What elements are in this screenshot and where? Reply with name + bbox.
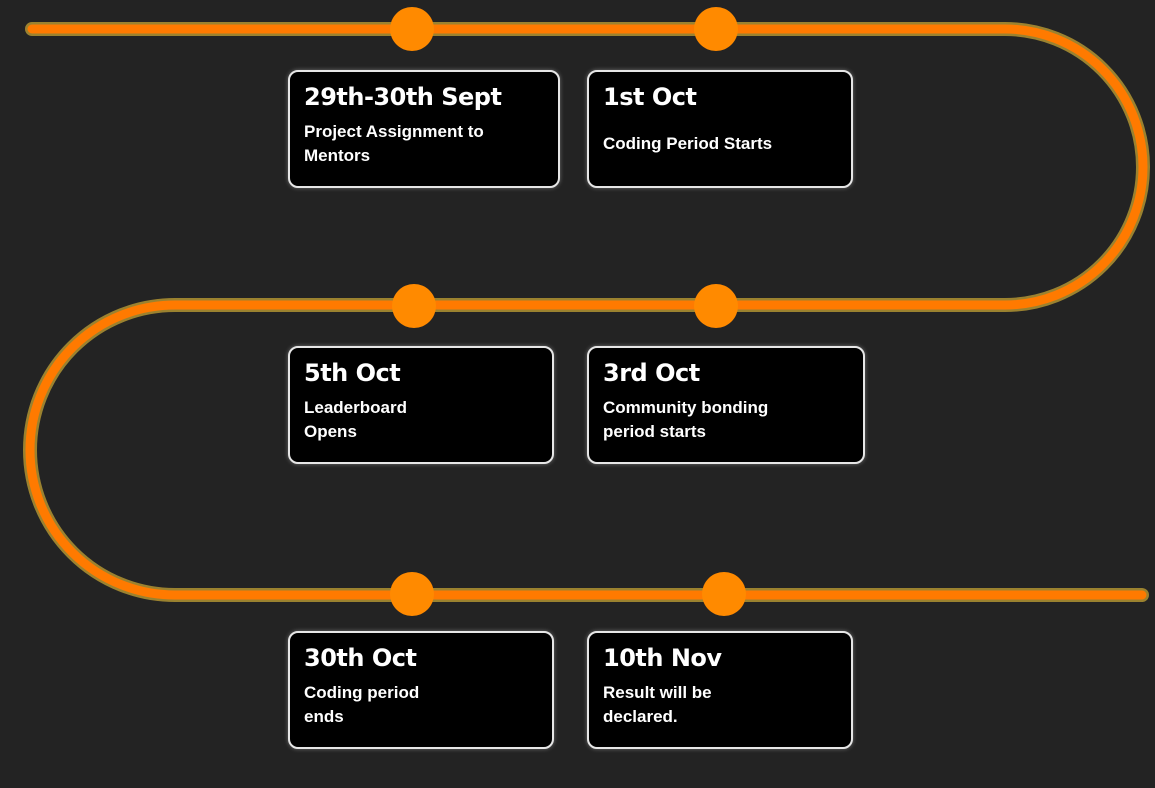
event-card-community-bonding: 3rd Oct Community bonding period starts: [587, 346, 865, 464]
event-card-results: 10th Nov Result will be declared.: [587, 631, 853, 749]
event-date: 29th-30th Sept: [304, 83, 502, 111]
timeline-node: [694, 7, 738, 51]
event-card-leaderboard: 5th Oct Leaderboard Opens: [288, 346, 554, 464]
event-description: Leaderboard Opens: [304, 398, 407, 441]
timeline-nodes: [390, 7, 746, 616]
event-description: Result will be declared.: [603, 683, 712, 726]
event-card-coding-ends: 30th Oct Coding period ends: [288, 631, 554, 749]
event-description: Coding Period Starts: [603, 134, 773, 153]
timeline-path-line: [25, 24, 1148, 600]
event-description: Community bonding period starts: [603, 398, 769, 441]
event-description: Project Assignment to Mentors: [304, 122, 484, 165]
event-date: 1st Oct: [603, 83, 697, 111]
event-date: 30th Oct: [304, 644, 417, 672]
timeline-node: [702, 572, 746, 616]
timeline-node: [390, 7, 434, 51]
event-card-coding-starts: 1st Oct Coding Period Starts: [587, 70, 853, 188]
event-date: 3rd Oct: [603, 359, 700, 387]
event-description: Coding period ends: [304, 683, 420, 726]
event-date: 10th Nov: [603, 644, 722, 672]
timeline-node: [390, 572, 434, 616]
event-card-project-assignment: 29th-30th Sept Project Assignment to Men…: [288, 70, 560, 188]
timeline-node: [694, 284, 738, 328]
event-date: 5th Oct: [304, 359, 401, 387]
timeline-node: [392, 284, 436, 328]
